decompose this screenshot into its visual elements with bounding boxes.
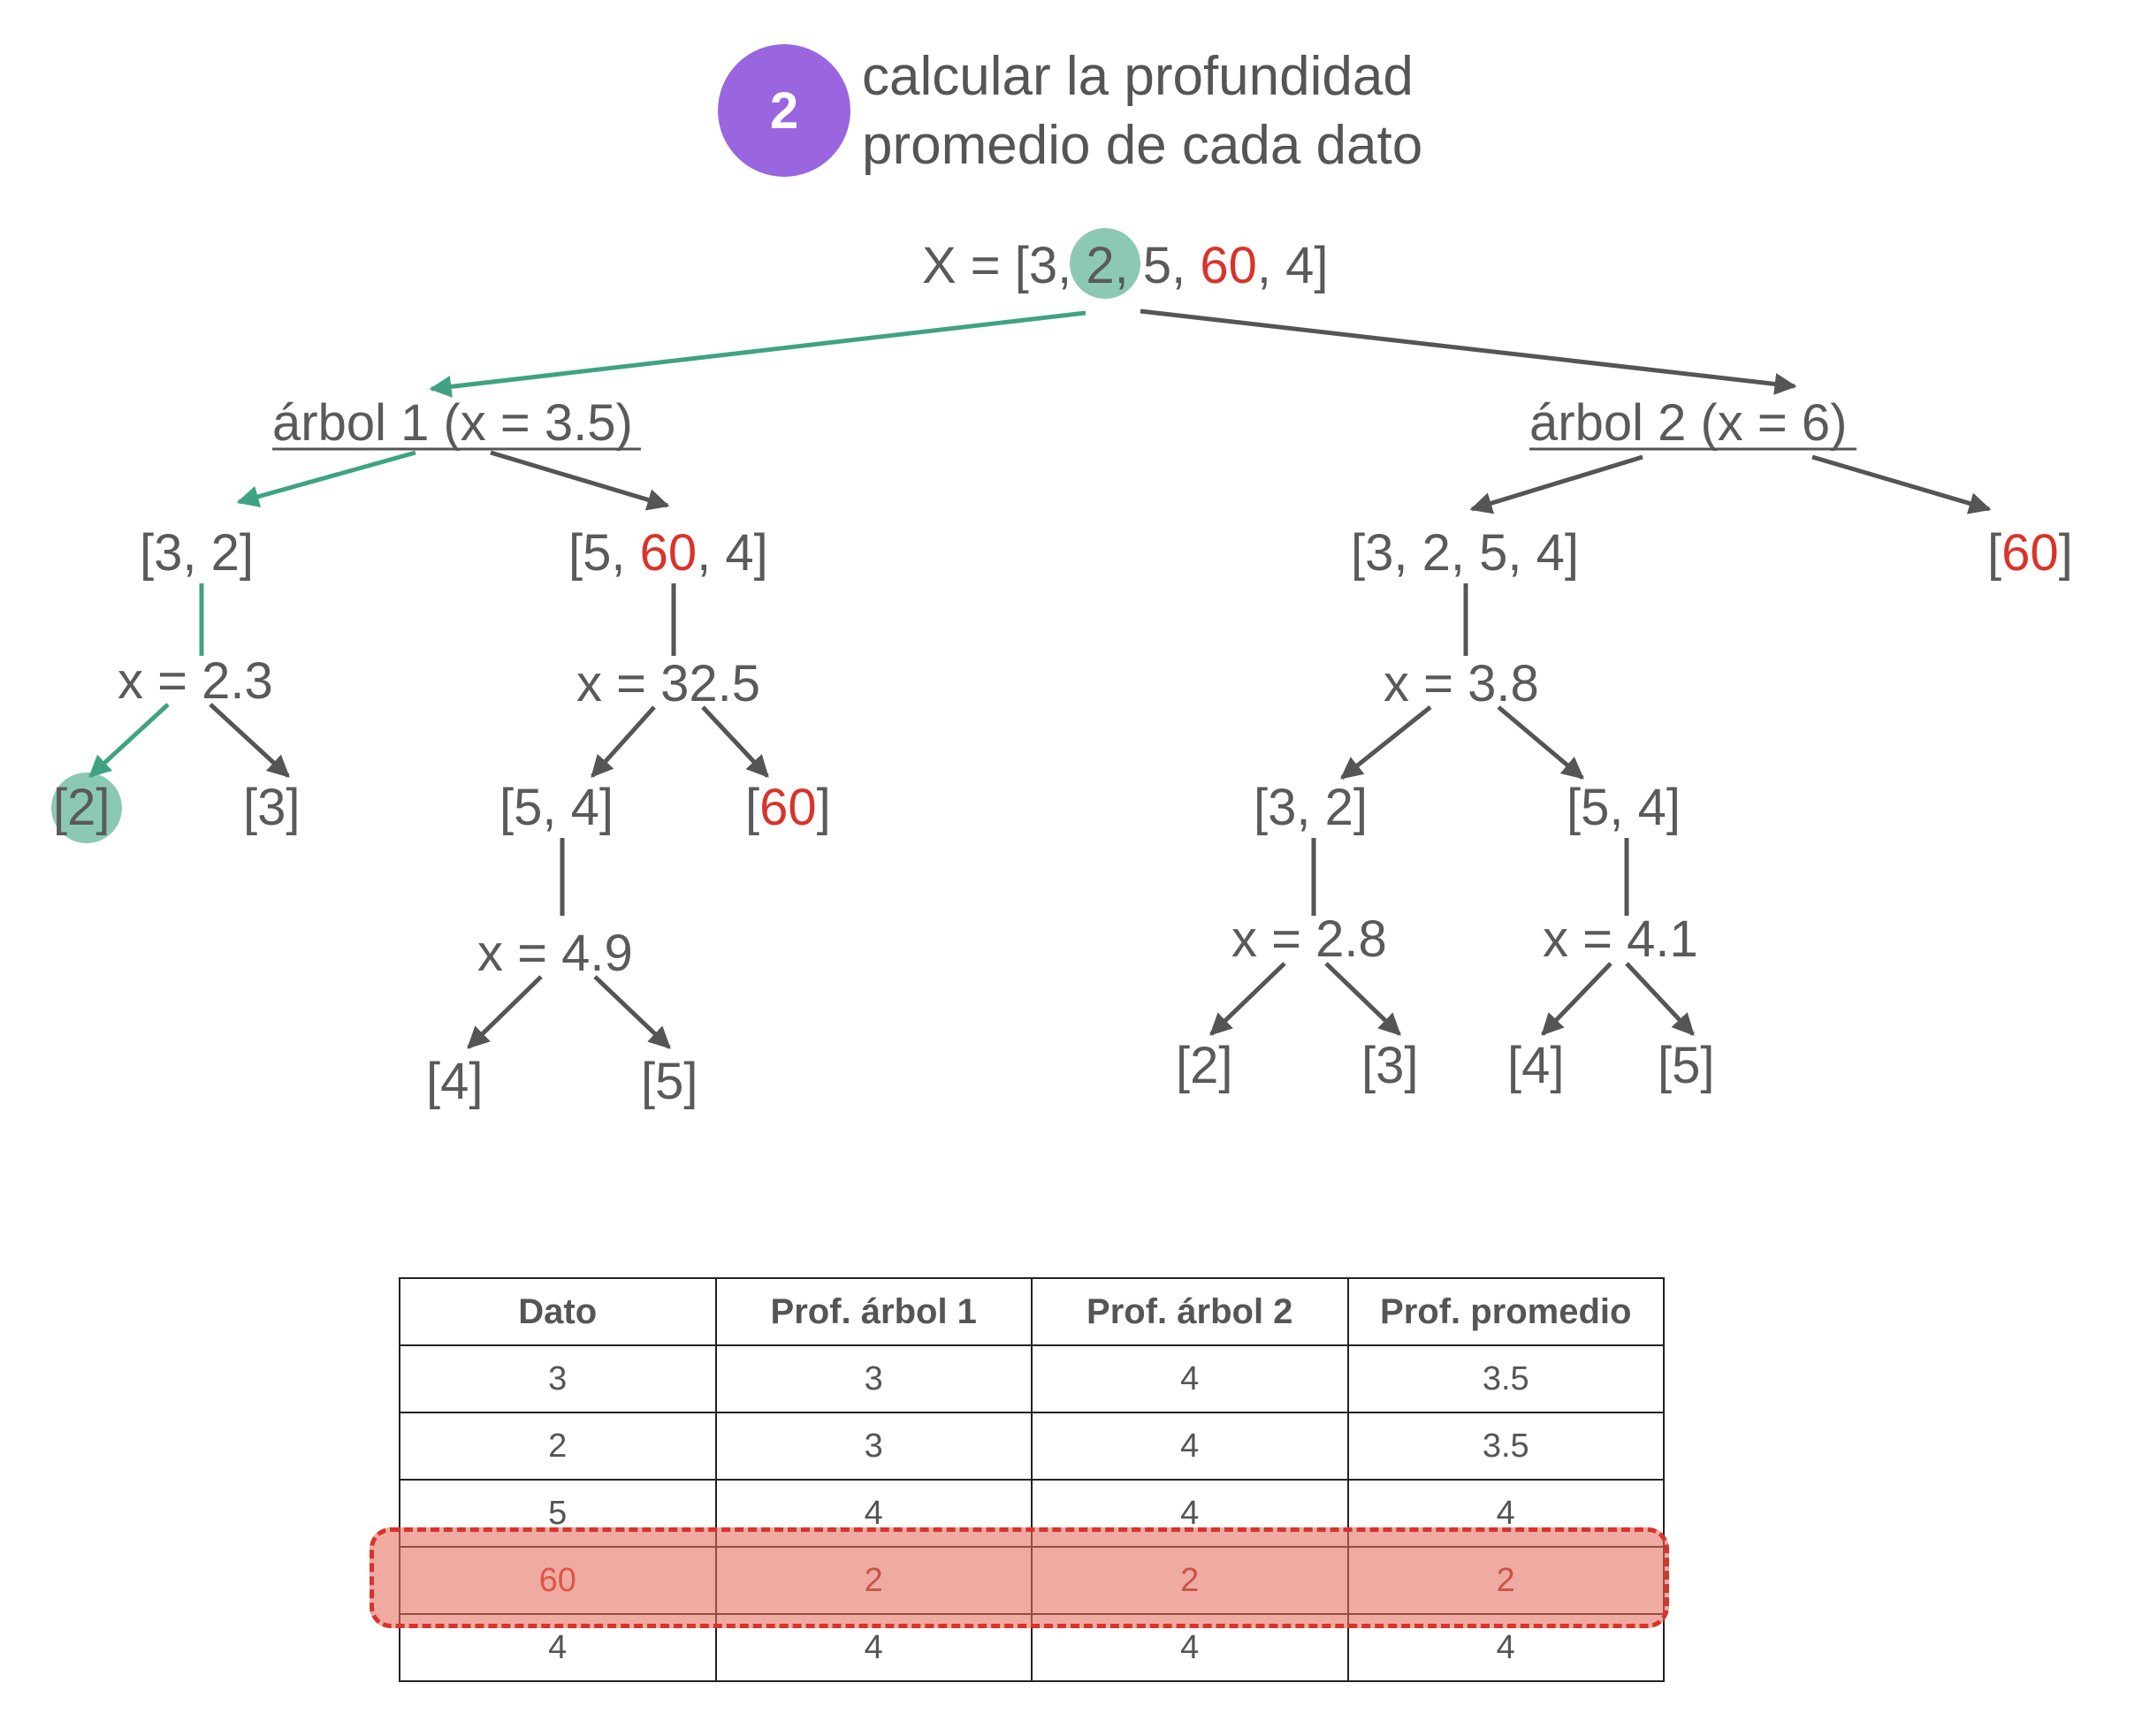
- tree2-node-3-2: [3, 2]: [1254, 779, 1368, 836]
- tree1-leaf-60: [60]: [745, 779, 831, 836]
- arrow-tree2-right: [1811, 454, 1992, 514]
- tree2-node-5-4: [5, 4]: [1567, 779, 1681, 836]
- arrow-tree1-right: [490, 450, 670, 511]
- table-cell: 5: [399, 1479, 717, 1548]
- tree2-leaf-5: [5]: [1658, 1037, 1715, 1094]
- tree1-split-2-3: x = 2.3: [118, 652, 273, 710]
- tree2-leaf-2: [2]: [1176, 1037, 1233, 1094]
- arrow-split-32-5-right: [701, 705, 769, 778]
- table-cell: 4: [714, 1613, 1033, 1682]
- step-title-line-1: calcular la profundidad: [862, 46, 1414, 107]
- table-cell: 4: [1031, 1479, 1349, 1548]
- tree2-title: árbol 2 (x = 6): [1529, 394, 1847, 452]
- tree1-node-5-4: [5, 4]: [499, 779, 614, 836]
- table-header-row: Dato Prof. árbol 1 Prof. árbol 2 Prof. p…: [399, 1277, 1665, 1346]
- table-cell: 3: [714, 1344, 1033, 1413]
- arrow-split-2-3-right: [209, 703, 290, 778]
- table-cell: 4: [1346, 1613, 1665, 1682]
- arrow-tree2-left: [1469, 454, 1643, 514]
- tree1-split-32-5: x = 32.5: [576, 655, 760, 712]
- table-cell: 4: [1031, 1412, 1349, 1481]
- tree2-leaf-60: [60]: [1987, 524, 2073, 582]
- step-number: 2: [769, 81, 799, 140]
- arrow-split-32-5-left: [591, 705, 656, 778]
- root-dataset: X = [3, 2, 5, 60, 4]: [922, 237, 1329, 294]
- arrow-split-3-8-left: [1340, 705, 1432, 780]
- table-row: 5 4 4 4: [399, 1479, 1665, 1548]
- arrow-split-2-3-left: [88, 703, 170, 778]
- isolated-leaf-circle: [51, 773, 122, 843]
- header-prof-arbol-2: Prof. árbol 2: [1031, 1277, 1349, 1346]
- table-cell: 2: [1346, 1546, 1665, 1615]
- header-prof-arbol-1: Prof. árbol 1: [714, 1277, 1033, 1346]
- table-cell: 3: [714, 1412, 1033, 1481]
- tree2-split-4-1: x = 4.1: [1543, 910, 1698, 968]
- arrow-split-2-8-right: [1324, 962, 1401, 1036]
- table-cell: 4: [1031, 1344, 1349, 1413]
- arrow-root-to-tree2: [1140, 308, 1797, 395]
- tree1-title: árbol 1 (x = 3.5): [272, 394, 633, 452]
- arrow-split-4-1-left: [1541, 962, 1612, 1036]
- table-cell: 3.5: [1346, 1412, 1665, 1481]
- arrow-tree1-left: [236, 450, 416, 507]
- tree2-node-3-2-5-4: [3, 2, 5, 4]: [1351, 524, 1579, 582]
- tree1-leaf-5: [5]: [641, 1053, 698, 1110]
- table-cell: 4: [399, 1613, 717, 1682]
- arrow-split-4-1-right: [1625, 962, 1695, 1036]
- header-dato: Dato: [399, 1277, 717, 1346]
- table-cell: 4: [1346, 1479, 1665, 1548]
- arrow-split-4-9-right: [593, 975, 671, 1049]
- tree2-split-3-8: x = 3.8: [1384, 655, 1539, 712]
- table-cell: 2: [1031, 1546, 1349, 1615]
- table-cell: 4: [1031, 1613, 1349, 1682]
- step-title: calcular la profundidad promedio de cada…: [862, 42, 1422, 180]
- arrow-split-3-8-right: [1497, 705, 1584, 780]
- arrow-split-4-9-left: [467, 975, 543, 1049]
- tree1-node-5-60-4: [5, 60, 4]: [568, 524, 768, 582]
- table-row: 4 4 4 4: [399, 1613, 1665, 1682]
- depth-table: Dato Prof. árbol 1 Prof. árbol 2 Prof. p…: [399, 1277, 1665, 1682]
- step-title-line-2: promedio de cada dato: [862, 115, 1423, 176]
- tree2-leaf-4: [4]: [1507, 1037, 1565, 1094]
- tree1-node-3-2: [3, 2]: [140, 524, 254, 582]
- arrow-root-to-tree1: [429, 310, 1086, 398]
- table-row: 3 3 4 3.5: [399, 1344, 1665, 1413]
- selected-datum-circle: [1070, 228, 1140, 299]
- table-row-outlier: 60 2 2 2: [399, 1546, 1665, 1615]
- table-row: 2 3 4 3.5: [399, 1412, 1665, 1481]
- tree1-leaf-3: [3]: [243, 779, 301, 836]
- tree1-split-4-9: x = 4.9: [477, 925, 633, 982]
- tree1-leaf-4: [4]: [426, 1053, 484, 1110]
- table-cell: 2: [714, 1546, 1033, 1615]
- tree2-leaf-3: [3]: [1361, 1037, 1419, 1094]
- tree1-leaf-2: [2]: [53, 779, 111, 836]
- step-badge: 2: [718, 44, 850, 177]
- table-cell: 3: [399, 1344, 717, 1413]
- table-cell: 2: [399, 1412, 717, 1481]
- tree2-split-2-8: x = 2.8: [1231, 910, 1387, 968]
- header-prof-promedio: Prof. promedio: [1346, 1277, 1665, 1346]
- arrow-split-2-8-left: [1209, 962, 1286, 1036]
- table-cell: 4: [714, 1479, 1033, 1548]
- root-outlier-value: 60: [1200, 237, 1257, 294]
- table-cell: 3.5: [1346, 1344, 1665, 1413]
- table-cell: 60: [399, 1546, 717, 1615]
- root-selected-value: 2: [1086, 237, 1114, 294]
